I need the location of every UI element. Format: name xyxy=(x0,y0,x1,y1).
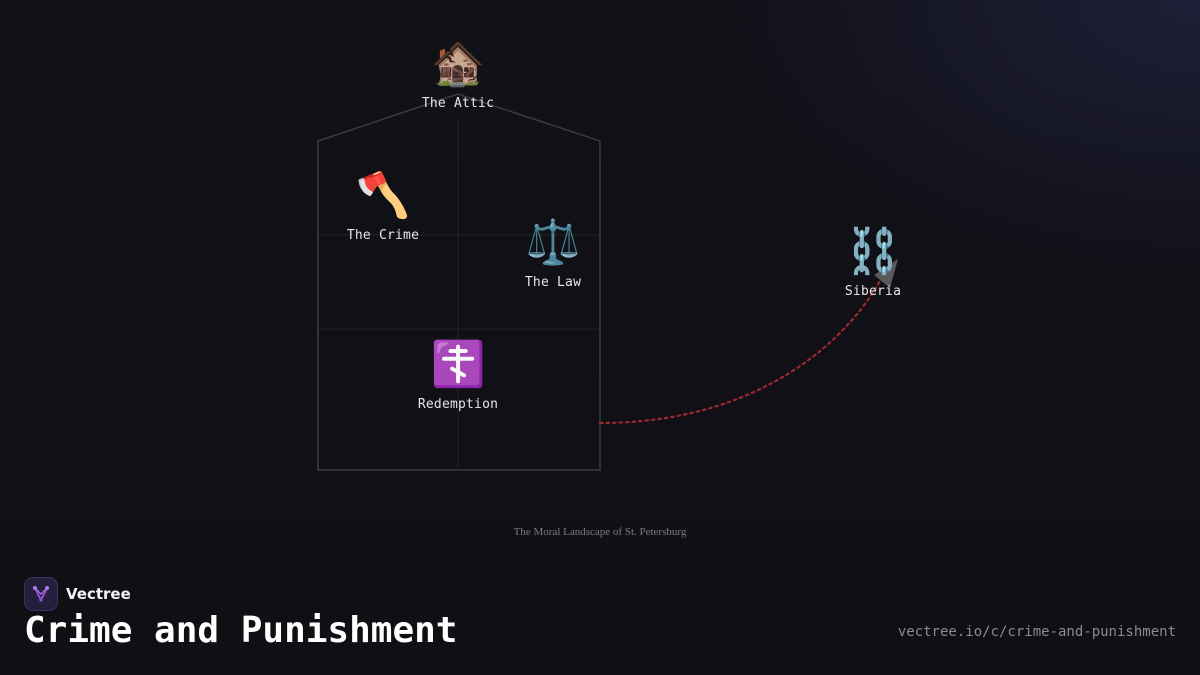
node-attic[interactable]: 🏚️ The Attic xyxy=(422,38,494,111)
node-label: Siberia xyxy=(844,284,902,299)
page-url[interactable]: vectree.io/c/crime-and-punishment xyxy=(897,624,1176,640)
brand-name: Vectree xyxy=(66,585,131,603)
node-label: Redemption xyxy=(417,397,499,412)
page-title: Crime and Punishment xyxy=(24,610,458,651)
node-siberia[interactable]: ⛓️ Siberia xyxy=(845,226,901,299)
node-label: The Law xyxy=(524,275,582,290)
chains-icon: ⛓️ xyxy=(845,226,901,277)
node-label: The Attic xyxy=(421,96,495,111)
node-crime[interactable]: 🪓 The Crime xyxy=(347,170,419,243)
diagram-caption: The Moral Landscape of St. Petersburg xyxy=(513,526,687,538)
node-law[interactable]: ⚖️ The Law xyxy=(525,217,581,290)
node-label: The Crime xyxy=(346,228,420,243)
brand[interactable]: Vectree xyxy=(24,577,131,611)
house-icon: 🏚️ xyxy=(430,38,486,89)
edge-arrowhead xyxy=(874,259,898,288)
axe-icon: 🪓 xyxy=(355,170,411,221)
edge-redemption-siberia xyxy=(598,270,887,425)
house-outline xyxy=(317,93,601,471)
scales-icon: ⚖️ xyxy=(525,217,581,268)
vectree-logo-icon xyxy=(24,577,58,611)
node-redemption[interactable]: ☦️ Redemption xyxy=(418,339,498,412)
orthodox-cross-icon: ☦️ xyxy=(430,339,486,390)
